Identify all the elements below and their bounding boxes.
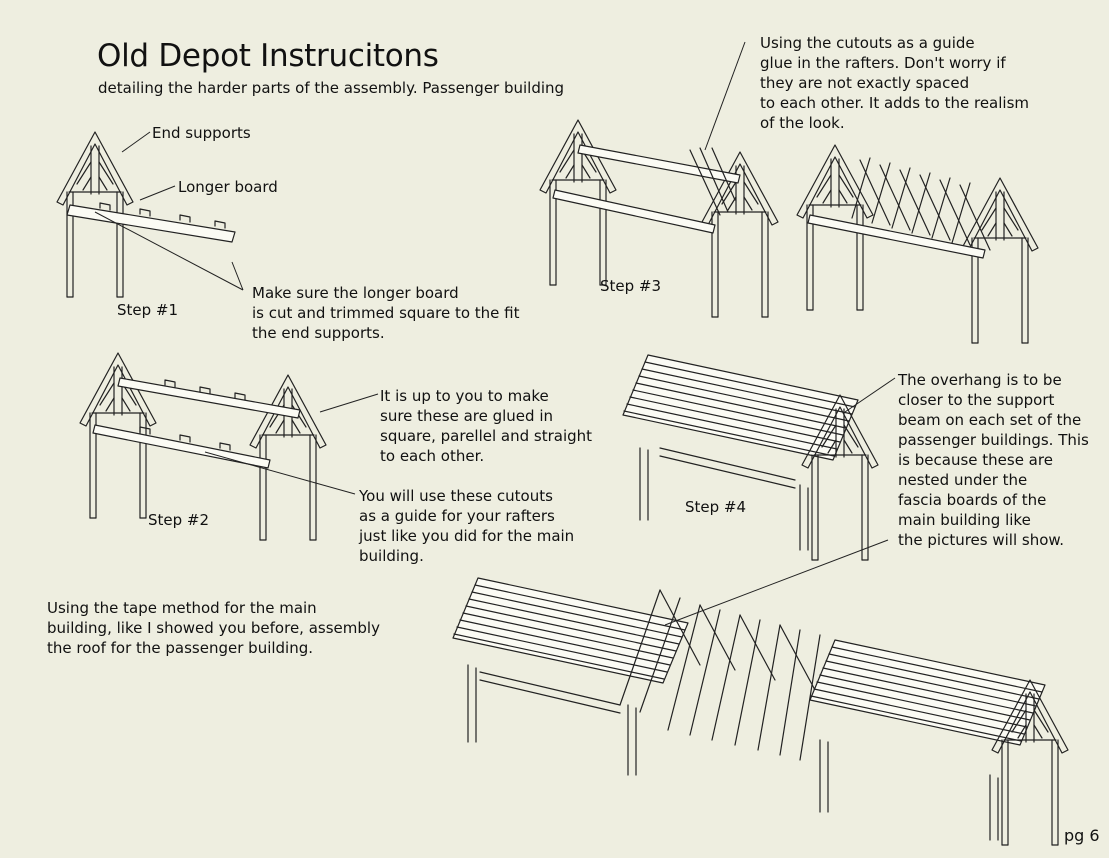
step4-label: Step #4	[685, 498, 747, 516]
note-make-sure: Make sure the longer board is cut and tr…	[252, 284, 520, 342]
step2-illustration	[79, 352, 379, 541]
step4-illustration	[622, 354, 896, 561]
label-longer-board: Longer board	[178, 178, 278, 196]
step3-label: Step #3	[600, 277, 662, 295]
note-using-cutouts: Using the cutouts as a guide glue in the…	[760, 34, 1030, 132]
note-up-to-you: It is up to you to make sure these are g…	[380, 387, 593, 465]
bottom-assembly-illustration	[452, 539, 1069, 846]
page-subtitle: detailing the harder parts of the assemb…	[98, 79, 565, 97]
step1-label: Step #1	[117, 301, 179, 319]
step3-illustration	[539, 41, 1039, 344]
step2-label: Step #2	[148, 511, 210, 529]
page-title: Old Depot Instrucitons	[97, 38, 439, 74]
note-cutouts-guide: You will use these cutouts as a guide fo…	[359, 487, 575, 565]
label-end-supports: End supports	[152, 124, 251, 142]
note-tape-method: Using the tape method for the main build…	[47, 599, 380, 657]
note-overhang: The overhang is to be closer to the supp…	[898, 371, 1089, 549]
step1-illustration	[56, 131, 244, 298]
page-number: pg 6	[1064, 826, 1100, 845]
